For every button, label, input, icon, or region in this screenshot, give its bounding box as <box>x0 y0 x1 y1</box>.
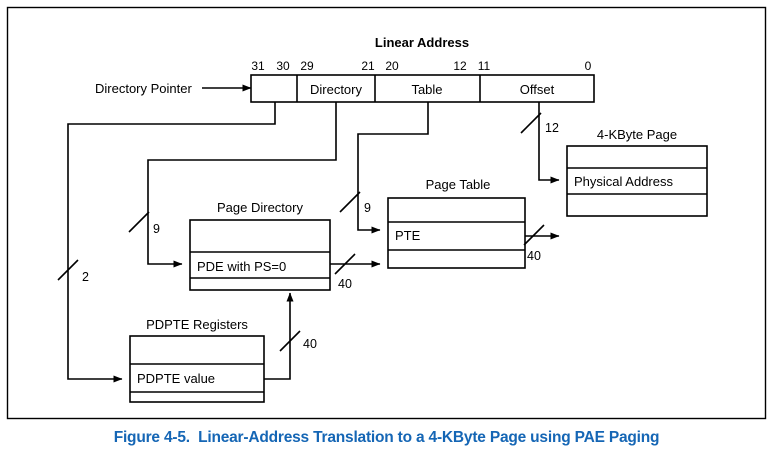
bit-label-11: 11 <box>478 59 491 73</box>
directory-pointer-label: Directory Pointer <box>95 81 192 96</box>
bit-label-20: 20 <box>385 59 399 73</box>
bit-label-21: 21 <box>361 59 375 73</box>
figure-caption: Figure 4-5. Linear-Address Translation t… <box>113 429 660 446</box>
table-field-label: Table <box>411 82 442 97</box>
physical-address-entry: Physical Address <box>574 174 673 189</box>
page-table-title: Page Table <box>426 177 491 192</box>
dir-pointer-slash <box>57 259 79 281</box>
pdpte-to-page-directory-path <box>264 292 294 380</box>
pde-to-page-table-width-label: 40 <box>338 277 352 291</box>
pdpte-registers-box <box>129 335 265 403</box>
bit-label-30: 30 <box>276 59 290 73</box>
offset-slash <box>520 112 542 134</box>
bit-label-0: 0 <box>585 59 592 73</box>
pde-to-page-table-slash <box>334 253 356 275</box>
table-index-width-label: 9 <box>364 201 371 215</box>
pde-entry: PDE with PS=0 <box>197 259 286 274</box>
pdpte-value-entry: PDPTE value <box>137 371 215 386</box>
figure-caption-wrap: Figure 4-5. Linear-Address Translation t… <box>0 429 773 447</box>
figure-border <box>6 6 767 420</box>
page-directory-title: Page Directory <box>217 200 303 215</box>
pte-to-page-slash <box>523 224 545 246</box>
bit-label-12: 12 <box>453 59 467 73</box>
table-index-path <box>357 102 429 234</box>
pdpte-to-page-directory-width-label: 40 <box>303 337 317 351</box>
dir-pointer-path <box>67 102 276 383</box>
pdpte-to-page-directory-slash <box>279 330 301 352</box>
bit-label-29: 29 <box>300 59 314 73</box>
page-4kbyte-box <box>566 145 708 217</box>
directory-index-width-label: 9 <box>153 222 160 236</box>
directory-index-slash <box>128 211 150 233</box>
pte-entry: PTE <box>395 228 421 243</box>
dir-pointer-width-label: 2 <box>82 270 89 284</box>
directory-index-path <box>147 102 337 268</box>
pdpte-registers-title: PDPTE Registers <box>146 317 248 332</box>
page-4kbyte-title: 4-KByte Page <box>597 127 677 142</box>
offset-width-label: 12 <box>545 121 559 135</box>
directory-field-label: Directory <box>310 82 363 97</box>
bit-label-31: 31 <box>251 59 265 73</box>
offset-field-label: Offset <box>520 82 555 97</box>
table-index-slash <box>339 191 361 213</box>
linear-address-title: Linear Address <box>375 35 469 50</box>
pte-to-page-width-label: 40 <box>527 249 541 263</box>
offset-path <box>538 102 560 184</box>
page-directory-box <box>189 219 331 291</box>
page-table-box <box>387 197 526 269</box>
